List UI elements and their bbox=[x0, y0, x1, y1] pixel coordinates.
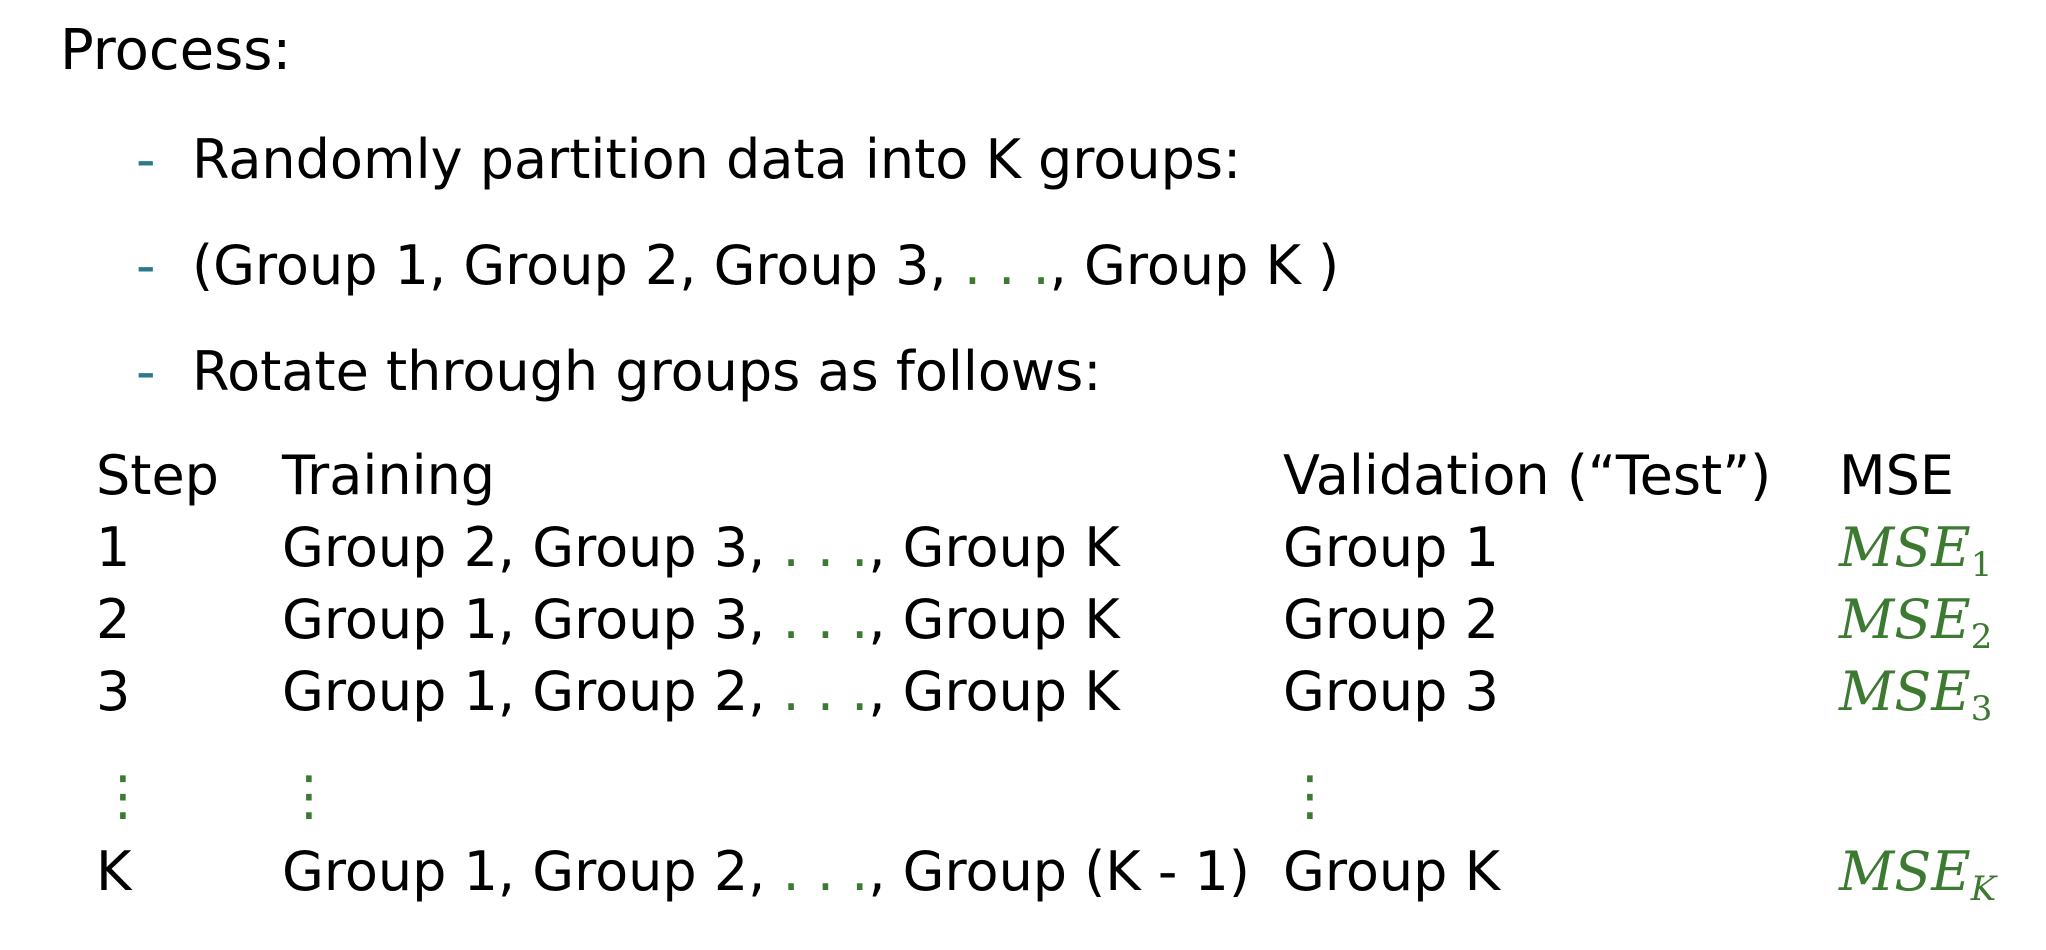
mse-subscript: K bbox=[1970, 869, 1997, 909]
vdots-step: ⋮ bbox=[96, 760, 150, 832]
vertical-ellipsis: ⋮ bbox=[1283, 764, 1337, 827]
ellipsis: . . . bbox=[782, 840, 869, 903]
validation-cell: Group 1 bbox=[1283, 516, 1499, 579]
validation-cell: Group 3 bbox=[1283, 660, 1499, 723]
training-suffix: , Group (K - 1) bbox=[868, 840, 1250, 903]
bullet-rotate: -Rotate through groups as follows: bbox=[136, 340, 1101, 404]
vertical-ellipsis: ⋮ bbox=[282, 764, 336, 827]
mse-subscript: 3 bbox=[1970, 689, 1993, 729]
step-cell: 1 bbox=[96, 516, 131, 579]
training-prefix: Group 1, Group 2, bbox=[282, 660, 783, 723]
table-row: 3 Group 1, Group 2, . . ., Group K Group… bbox=[0, 656, 2046, 729]
header-training: Training bbox=[282, 444, 496, 507]
validation-cell: Group 2 bbox=[1283, 588, 1499, 651]
header-mse: MSE bbox=[1839, 444, 1954, 507]
training-cell: Group 2, Group 3, . . ., Group K bbox=[282, 512, 1120, 584]
bullet-dash: - bbox=[136, 234, 156, 297]
table-header-row: Step Training Validation (“Test”) MSE bbox=[0, 440, 2046, 512]
step-cell: K bbox=[96, 840, 132, 903]
training-prefix: Group 1, Group 3, bbox=[282, 588, 783, 651]
mse-base: MSE bbox=[1839, 516, 1971, 579]
ellipsis: . . . bbox=[782, 660, 869, 723]
training-prefix: Group 1, Group 2, bbox=[282, 840, 783, 903]
step-cell: 3 bbox=[96, 660, 131, 723]
bullet-partition: -Randomly partition data into K groups: bbox=[136, 128, 1241, 192]
step-cell: 2 bbox=[96, 588, 131, 651]
mse-cell: MSE1 bbox=[1839, 512, 1992, 601]
vdots-training: ⋮ bbox=[282, 760, 336, 832]
training-suffix: , Group K bbox=[868, 516, 1120, 579]
training-prefix: Group 2, Group 3, bbox=[282, 516, 783, 579]
bullet-text: Rotate through groups as follows: bbox=[192, 340, 1102, 403]
mse-cell: MSE3 bbox=[1839, 656, 1992, 745]
training-cell: Group 1, Group 3, . . ., Group K bbox=[282, 584, 1120, 656]
training-cell: Group 1, Group 2, . . ., Group (K - 1) bbox=[282, 836, 1250, 908]
table-row: K Group 1, Group 2, . . ., Group (K - 1)… bbox=[0, 836, 2046, 909]
ellipsis: . . . bbox=[782, 588, 869, 651]
ellipsis: . . . bbox=[963, 234, 1050, 297]
training-cell: Group 1, Group 2, . . ., Group K bbox=[282, 656, 1120, 728]
mse-subscript: 2 bbox=[1970, 617, 1993, 657]
training-suffix: , Group K bbox=[868, 660, 1120, 723]
bullet-dash: - bbox=[136, 128, 156, 191]
process-heading: Process: bbox=[60, 18, 292, 83]
bullet-text: Randomly partition data into K groups: bbox=[192, 128, 1242, 191]
mse-base: MSE bbox=[1839, 588, 1971, 651]
vertical-ellipsis: ⋮ bbox=[96, 764, 150, 827]
validation-cell: Group K bbox=[1283, 840, 1500, 903]
mse-base: MSE bbox=[1839, 660, 1971, 723]
bullet-groups: -(Group 1, Group 2, Group 3, . . ., Grou… bbox=[136, 234, 1339, 298]
ellipsis: . . . bbox=[782, 516, 869, 579]
table-row: 1 Group 2, Group 3, . . ., Group K Group… bbox=[0, 512, 2046, 585]
header-step: Step bbox=[96, 444, 219, 507]
training-suffix: , Group K bbox=[868, 588, 1120, 651]
vdots-validation: ⋮ bbox=[1283, 760, 1337, 832]
table-vdots-row: ⋮ ⋮ ⋮ bbox=[0, 760, 2046, 832]
bullet-dash: - bbox=[136, 340, 156, 403]
mse-subscript: 1 bbox=[1970, 545, 1993, 585]
bullet-text-prefix: (Group 1, Group 2, Group 3, bbox=[192, 234, 964, 297]
mse-cell: MSE2 bbox=[1839, 584, 1992, 673]
mse-base: MSE bbox=[1839, 840, 1971, 903]
table-row: 2 Group 1, Group 3, . . ., Group K Group… bbox=[0, 584, 2046, 657]
header-validation: Validation (“Test”) bbox=[1283, 444, 1772, 507]
bullet-text-suffix: , Group K ) bbox=[1049, 234, 1340, 297]
mse-cell: MSEK bbox=[1839, 836, 1996, 925]
